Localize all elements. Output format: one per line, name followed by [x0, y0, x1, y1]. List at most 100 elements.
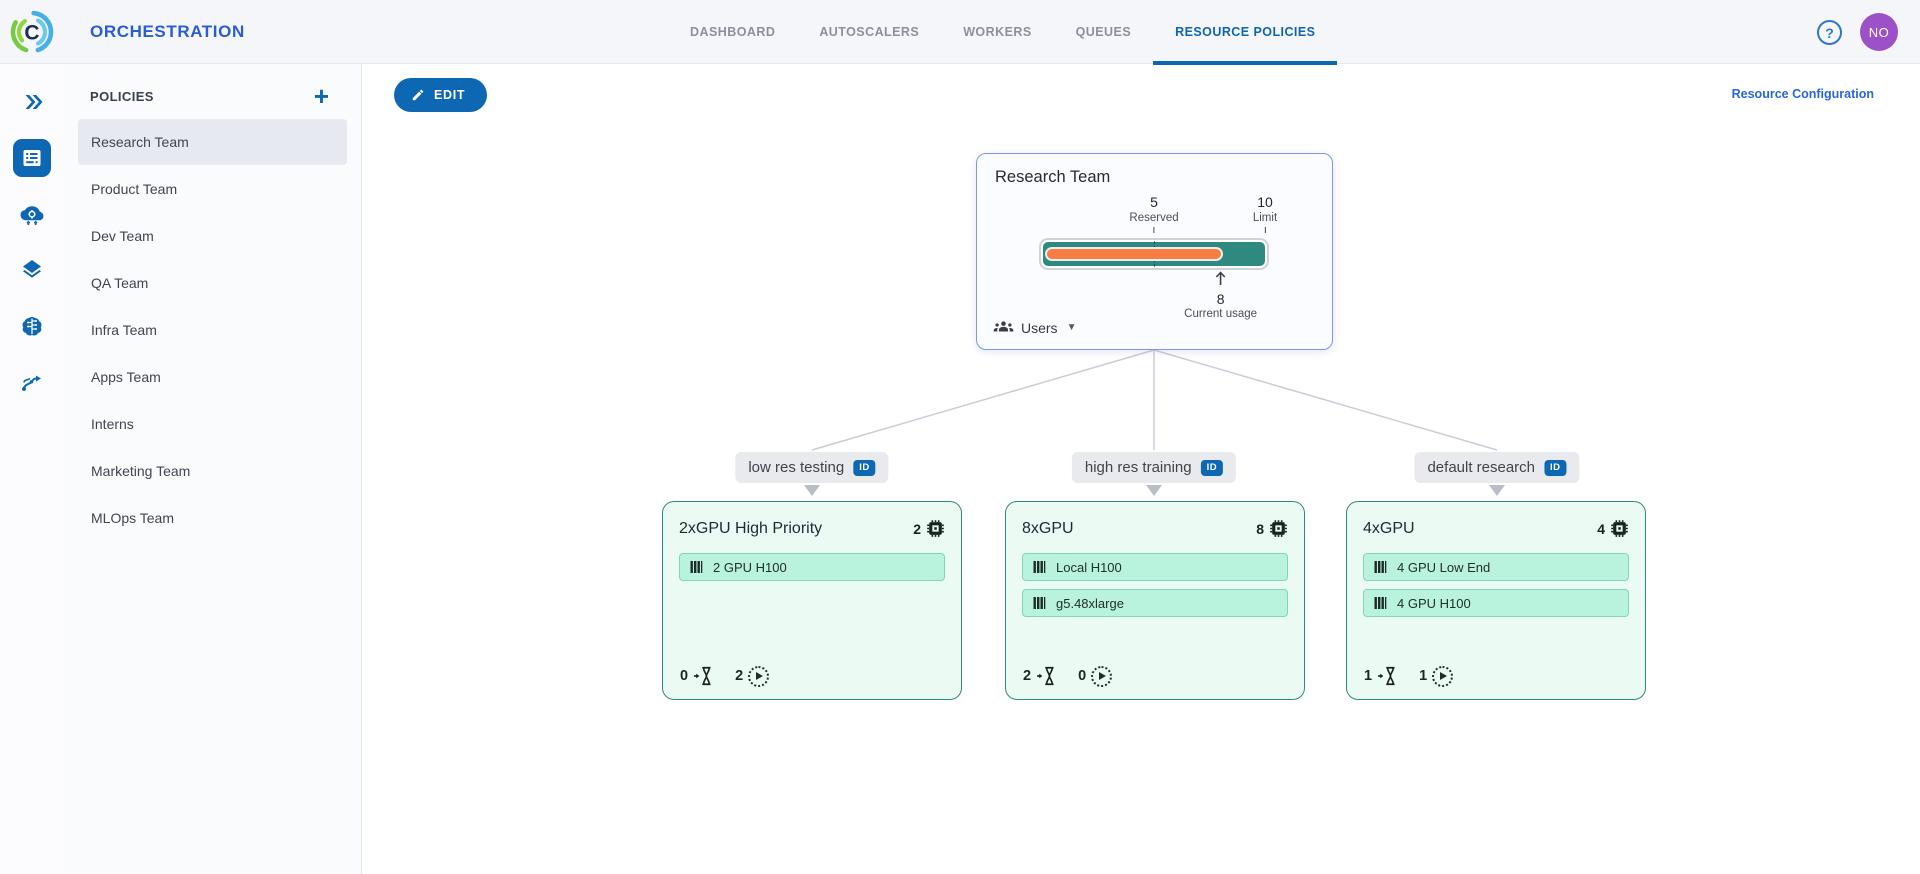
sidebar-item-product-team[interactable]: Product Team	[91, 181, 178, 197]
policy-root-card: Research Team 5 Reserved 10 Limit 8 Curr…	[976, 153, 1333, 350]
card-title: 4xGPU	[1363, 519, 1415, 537]
edit-button-label: EDIT	[434, 88, 466, 102]
reserved-value: 5	[1150, 194, 1158, 210]
limit-tick	[1264, 227, 1266, 233]
pool-name: g5.48xlarge	[1056, 595, 1124, 611]
pool-name: 2 GPU H100	[713, 559, 787, 575]
add-policy-button[interactable]: +	[313, 81, 329, 111]
usage-marker: 8 Current usage	[1184, 271, 1257, 321]
server-rack-icon[interactable]	[13, 139, 51, 177]
pending-hourglass-icon	[1377, 665, 1402, 687]
pending-hourglass-icon	[693, 665, 718, 687]
tab-queues[interactable]: QUEUES	[1075, 25, 1132, 39]
up-arrow-icon	[1215, 271, 1226, 285]
branch-label-high-res-training: high res training ID	[1071, 452, 1237, 483]
pool-name: Local H100	[1056, 559, 1122, 575]
card-stats: 2 0	[1023, 665, 1113, 687]
sidebar-title: POLICIES	[90, 88, 154, 104]
limit-marker: 10 Limit	[1253, 194, 1277, 233]
gpu-count: 2	[913, 519, 945, 538]
gpu-count-value: 8	[1256, 520, 1264, 537]
card-title: 8xGPU	[1022, 519, 1074, 537]
barcode-icon	[1033, 561, 1046, 573]
id-badge[interactable]: ID	[1200, 459, 1224, 476]
gpu-count-value: 2	[913, 520, 921, 537]
usage-label: Current usage	[1184, 308, 1258, 320]
nav-rail	[0, 64, 64, 874]
top-bar: C ORCHESTRATION DASHBOARD AUTOSCALERS WO…	[0, 0, 1920, 65]
cloud-gear-icon[interactable]	[20, 202, 45, 227]
sidebar-item-infra-team[interactable]: Infra Team	[91, 322, 157, 338]
pipeline-icon[interactable]	[20, 370, 44, 394]
resource-pool-chip: Local H100	[1022, 553, 1288, 581]
sidebar-item-research-team[interactable]: Research Team	[78, 119, 347, 165]
card-stats: 0 2	[680, 665, 770, 687]
branch-label-text: low res testing	[748, 459, 845, 476]
branch-label-text: high res training	[1084, 459, 1192, 476]
barcode-icon	[690, 561, 703, 573]
sidebar-item-interns[interactable]: Interns	[91, 416, 134, 432]
svg-text:C: C	[24, 22, 39, 45]
id-badge[interactable]: ID	[853, 459, 876, 476]
limit-label: Limit	[1252, 212, 1278, 224]
tab-dashboard[interactable]: DASHBOARD	[690, 25, 776, 39]
users-label: Users	[1021, 319, 1058, 336]
running-play-icon	[1091, 665, 1113, 687]
pool-name: 4 GPU Low End	[1397, 559, 1491, 575]
pending-count: 2	[1023, 668, 1032, 684]
clearml-logo-icon: C	[10, 10, 54, 54]
layers-icon[interactable]	[20, 258, 44, 282]
limit-value: 10	[1257, 194, 1273, 210]
main-content: EDIT Resource Configuration Research Tea…	[362, 64, 1920, 874]
running-count: 0	[1078, 668, 1087, 684]
resource-pool-chip: 2 GPU H100	[679, 553, 945, 581]
running-count: 2	[735, 668, 744, 684]
pending-hourglass-icon	[1036, 665, 1061, 687]
resource-configuration-link[interactable]: Resource Configuration	[1731, 87, 1874, 101]
running-play-icon	[748, 665, 770, 687]
sidebar-item-marketing-team[interactable]: Marketing Team	[91, 463, 191, 479]
pending-count: 1	[1364, 668, 1373, 684]
tab-autoscalers[interactable]: AUTOSCALERS	[819, 25, 920, 39]
help-icon[interactable]: ?	[1817, 20, 1842, 45]
gpu-count-value: 4	[1597, 520, 1605, 537]
sidebar-item-qa-team[interactable]: QA Team	[91, 275, 149, 291]
resource-pool-chip: 4 GPU Low End	[1363, 553, 1629, 581]
app-logo[interactable]: C	[9, 9, 55, 55]
branch-label-default-research: default research ID	[1414, 452, 1580, 483]
usage-bar	[1045, 247, 1223, 261]
sidebar-item-apps-team[interactable]: Apps Team	[91, 369, 161, 385]
reserved-tick	[1153, 227, 1155, 233]
running-count: 1	[1419, 668, 1428, 684]
cpu-chip-icon	[927, 520, 944, 537]
pencil-icon	[412, 89, 424, 101]
branch-label-low-res-testing: low res testing ID	[735, 452, 889, 483]
resource-pool-chip: g5.48xlarge	[1022, 589, 1288, 617]
card-stats: 1 1	[1364, 665, 1454, 687]
gpu-count: 8	[1256, 519, 1288, 538]
barcode-icon	[1374, 561, 1387, 573]
reserved-marker: 5 Reserved	[1129, 194, 1179, 233]
users-dropdown[interactable]: Users ▼	[993, 317, 1076, 338]
usage-value: 8	[1216, 291, 1225, 307]
double-chevron-right-icon[interactable]	[20, 90, 44, 114]
brain-icon[interactable]	[20, 314, 44, 338]
sidebar-item-mlops-team[interactable]: MLOps Team	[91, 510, 174, 526]
reserved-label: Reserved	[1129, 212, 1179, 224]
avatar[interactable]: NO	[1860, 13, 1898, 51]
chevron-down-icon: ▼	[1066, 322, 1077, 333]
sidebar-header: POLICIES +	[64, 64, 361, 118]
tab-resource-policies[interactable]: RESOURCE POLICIES	[1153, 0, 1338, 65]
sidebar-item-dev-team[interactable]: Dev Team	[91, 228, 154, 244]
card-title: 2xGPU High Priority	[679, 519, 823, 537]
tab-workers[interactable]: WORKERS	[963, 25, 1032, 39]
edit-button[interactable]: EDIT	[394, 78, 488, 112]
pending-count: 0	[680, 668, 689, 684]
top-tabs: DASHBOARD AUTOSCALERS WORKERS QUEUES RES…	[668, 0, 1338, 65]
running-play-icon	[1432, 665, 1454, 687]
policies-sidebar: POLICIES + Research Team Product Team De…	[64, 64, 362, 874]
resource-group-card-2: 8xGPU 8 Local H100 g5.48xlarge 2 0	[1005, 501, 1305, 700]
id-badge[interactable]: ID	[1544, 459, 1567, 476]
barcode-icon	[1033, 597, 1046, 609]
users-group-icon	[993, 321, 1014, 332]
